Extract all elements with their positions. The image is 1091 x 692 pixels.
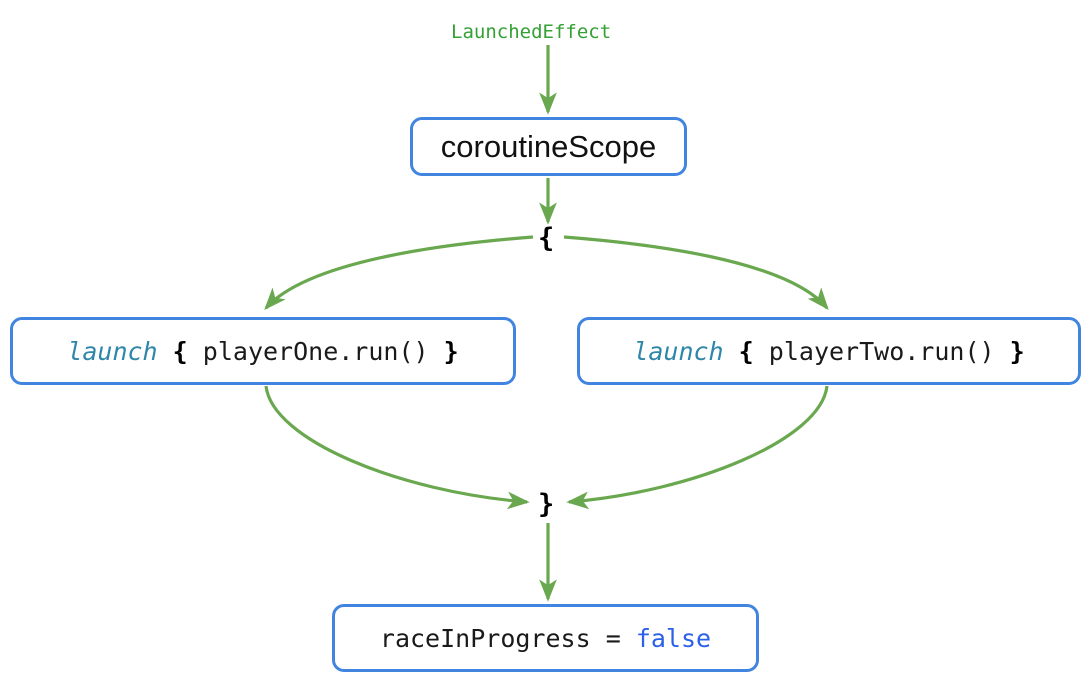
race-in-progress-node[interactable]: raceInProgress = false [332, 604, 759, 672]
space-race-a [591, 624, 606, 653]
launch-body-one: playerOne.run() [202, 336, 429, 366]
launch-keyword-two: launch [633, 336, 724, 366]
edge-launch-two-to-close-brace [566, 385, 829, 510]
launch-open-brace-two: { [738, 336, 754, 366]
space-two-c [995, 337, 1010, 366]
launch-body-two: playerTwo.run() [768, 336, 995, 366]
coroutine-scope-label: coroutineScope [440, 128, 657, 164]
space-one-b [188, 337, 203, 366]
race-in-progress-operator: = [605, 623, 621, 653]
space-one-c [429, 337, 444, 366]
open-brace-glyph: { [538, 223, 555, 254]
launch-player-two-node[interactable]: launch { playerTwo.run() } [577, 317, 1081, 385]
edge-open-brace-to-launch-one [264, 235, 534, 310]
edge-open-brace-to-launch-two [563, 235, 829, 311]
space-two-a [724, 337, 739, 366]
coroutine-scope-node[interactable]: coroutineScope [410, 117, 687, 176]
space-one-a [158, 337, 173, 366]
edge-launch-one-to-close-brace [264, 385, 530, 510]
launch-close-brace-one: } [443, 336, 459, 366]
launch-keyword-one: launch [67, 336, 158, 366]
close-brace-glyph: } [538, 489, 555, 520]
launchedeffect-label: LaunchedEffect [451, 21, 612, 43]
launch-open-brace-one: { [172, 336, 188, 366]
launch-close-brace-two: } [1009, 336, 1025, 366]
space-two-b [754, 337, 769, 366]
race-in-progress-rhs: false [635, 623, 712, 653]
space-race-b [621, 624, 636, 653]
launch-player-one-node[interactable]: launch { playerOne.run() } [10, 317, 516, 385]
race-in-progress-lhs: raceInProgress [379, 623, 591, 653]
